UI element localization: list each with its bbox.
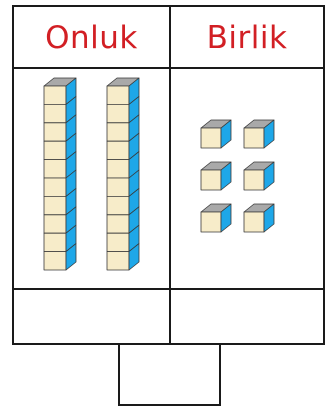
rod-cube-side [65,243,77,271]
cube-side-face [220,119,232,149]
cube-front-face [200,169,222,191]
rod-cube-front [43,85,67,105]
cube-front-face [200,127,222,149]
unit-cube [200,161,232,191]
rod-cube-front [106,214,130,234]
unit-blocks [200,119,275,233]
rod-cube-front [43,159,67,179]
answer-row-divider [14,288,323,290]
rod-cube-front [43,214,67,234]
rod-cube-front [43,251,67,271]
ones-header: Birlik [206,20,288,56]
cube-front-face [243,169,265,191]
rod-cube-front [106,122,130,142]
cube-front-face [200,211,222,233]
rod-cube-front [43,122,67,142]
rod-cube-front [106,159,130,179]
rod-cube-front [43,232,67,253]
rod-cube-front [43,140,67,160]
rod-cube-front [106,177,130,197]
rod-cube-front [43,103,67,124]
total-answer-box[interactable] [118,345,221,406]
cube-front-face [243,211,265,233]
tens-blocks [43,77,140,271]
rod-cube-front [106,251,130,271]
rod-cube-front [43,177,67,197]
cube-front-face [243,127,265,149]
rod-cube-front [106,140,130,160]
cube-side-face [220,203,232,233]
rod-cube-side [128,243,140,271]
cube-side-face [220,161,232,191]
tens-rod [43,77,77,271]
column-divider [169,7,171,343]
tens-header: Onluk [45,20,138,56]
tens-rod [106,77,140,271]
unit-cube [243,119,275,149]
rod-cube-front [43,196,67,216]
cube-side-face [263,161,275,191]
rod-cube-front [106,103,130,124]
rod-cube-front [106,196,130,216]
unit-cube [243,203,275,233]
rod-cube-front [106,85,130,105]
rod-cube-front [106,232,130,253]
header-divider [14,67,323,69]
cube-side-face [263,119,275,149]
unit-cube [200,119,232,149]
unit-cube [243,161,275,191]
place-value-table: Onluk Birlik [12,5,325,345]
cube-side-face [263,203,275,233]
unit-cube [200,203,232,233]
